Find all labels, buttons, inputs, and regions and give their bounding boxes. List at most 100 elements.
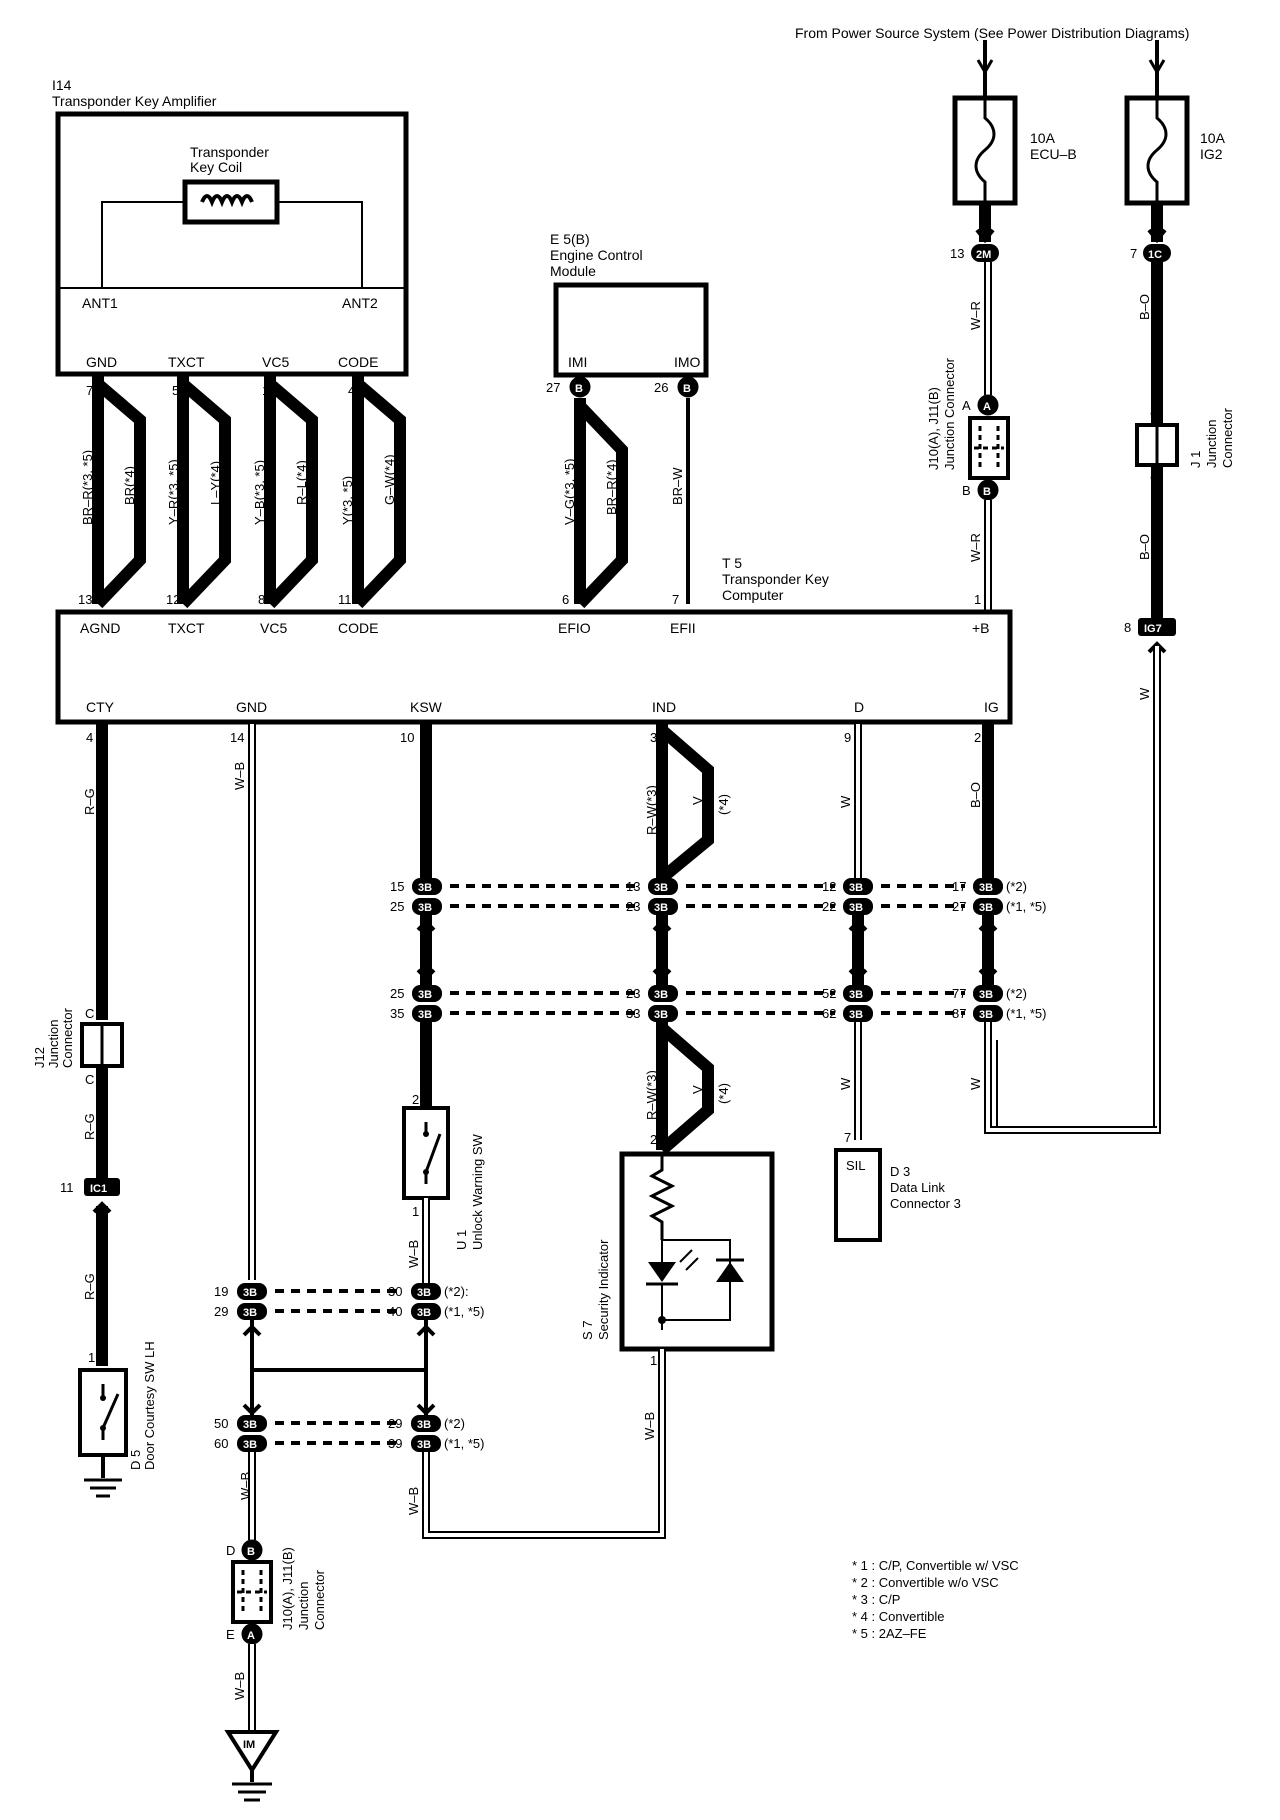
amp-pin-vc5: VC5: [262, 354, 289, 370]
j1-label-1: J 1: [1188, 451, 1203, 468]
t5-pin-cty: CTY: [86, 699, 115, 715]
pin-num: 7: [86, 383, 93, 398]
connector-label: B: [683, 383, 691, 395]
fuse-ig2: 10A IG2: [1124, 40, 1226, 206]
fuse-rating: 10A: [1200, 130, 1226, 146]
amp-pin-txct: TXCT: [168, 354, 205, 370]
svg-text:3B: 3B: [849, 902, 863, 914]
amp-term-ant1: ANT1: [82, 295, 118, 311]
d3-label-3: Connector 3: [890, 1196, 961, 1211]
svg-text:(*2):: (*2):: [444, 1284, 469, 1299]
connector-row-2: 3B 3B 3B 3B 3B 3B 3B 3B 25 35 23 33 52 6…: [390, 985, 1046, 1022]
connector-2m: [971, 244, 999, 262]
d5-label-1: D 5: [128, 1450, 143, 1470]
svg-text:(*1, *5): (*1, *5): [1006, 1006, 1046, 1021]
svg-text:62: 62: [822, 1006, 836, 1021]
connector-a: [977, 394, 999, 416]
wire-label: W–R: [968, 533, 983, 562]
conn-letter: E: [226, 1627, 235, 1642]
ground-icon: [232, 1782, 272, 1802]
wire-label: BR(*4): [122, 466, 137, 505]
jc-bot-label-2: Junction: [296, 1582, 311, 1630]
svg-text:23: 23: [626, 899, 640, 914]
t5-pin-d: D: [854, 699, 864, 715]
coil-icon: [200, 194, 254, 208]
fuse-ecu-b: 10A ECU–B: [952, 40, 1077, 206]
pin-num: 9: [844, 730, 851, 745]
conn-letter: A: [962, 398, 971, 413]
ground-label: IM: [243, 1739, 255, 1751]
pin-num: 26: [654, 380, 668, 395]
t5-pin-gnd: GND: [236, 699, 267, 715]
connector-label: IC1: [90, 1183, 107, 1195]
svg-text:3B: 3B: [654, 989, 668, 1001]
ground-icon: [84, 1478, 122, 1498]
connector-1c: [1143, 244, 1171, 262]
svg-text:3B: 3B: [417, 1287, 431, 1299]
jc-top-label-2: Junction Connector: [942, 357, 957, 470]
wire-label: W–B: [406, 1240, 421, 1268]
amp-pin-gnd: GND: [86, 354, 117, 370]
d3-term: SIL: [846, 1158, 866, 1173]
svg-text:(*1, *5): (*1, *5): [444, 1304, 484, 1319]
t5-pin-efio: EFIO: [558, 620, 591, 636]
pin-num: 11: [60, 1180, 74, 1195]
t5-pin-agnd: AGND: [80, 620, 120, 636]
ecm-id: E 5(B): [550, 231, 590, 247]
svg-text:3B: 3B: [417, 1307, 431, 1319]
svg-text:22: 22: [822, 899, 836, 914]
svg-text:3B: 3B: [979, 902, 993, 914]
wire-label: R–W(*3): [644, 785, 659, 835]
wire-label: Y–B(*3, *5): [252, 460, 267, 525]
t5-pin-efii: EFII: [670, 620, 696, 636]
svg-text:3B: 3B: [418, 902, 432, 914]
svg-text:3B: 3B: [654, 902, 668, 914]
svg-text:29: 29: [388, 1416, 402, 1431]
ecm-pin-imi: IMI: [568, 354, 587, 370]
ground-point-icon: [224, 1730, 280, 1774]
svg-text:(*2): (*2): [1006, 986, 1027, 1001]
conn-letter: D: [226, 1543, 235, 1558]
pin-num: 3: [650, 730, 657, 745]
u1-label-1: U 1: [454, 1230, 469, 1250]
svg-text:25: 25: [390, 899, 404, 914]
pin-num: 7: [844, 1130, 851, 1145]
connector-label: 2M: [976, 249, 991, 261]
u1-label-2: Unlock Warning SW: [470, 1133, 485, 1250]
connector-label: B: [983, 486, 991, 498]
s7-label-1: S 7: [580, 1320, 595, 1340]
wire-label: Y–R(*3, *5): [166, 459, 181, 525]
svg-text:17: 17: [952, 879, 966, 894]
pin-num: 10: [400, 730, 414, 745]
pin-num: 1: [974, 592, 981, 607]
wire-label: W–R: [968, 301, 983, 330]
t5-pin-b: +B: [972, 620, 990, 636]
svg-text:3B: 3B: [243, 1307, 257, 1319]
wire-label: R–W(*3): [644, 1070, 659, 1120]
svg-text:3B: 3B: [849, 1009, 863, 1021]
svg-text:29: 29: [214, 1304, 228, 1319]
t5-pin-ig: IG: [984, 699, 999, 715]
ecm-line2: Module: [550, 263, 596, 279]
wire-label: W–B: [232, 762, 247, 790]
pin-num: 2: [650, 1132, 657, 1147]
pin-num: 11: [338, 592, 352, 607]
d3-label-2: Data Link: [890, 1180, 945, 1195]
svg-text:39: 39: [388, 1436, 402, 1451]
pin-num: 7: [672, 592, 679, 607]
connector-label: B: [575, 383, 583, 395]
wire-label: R–G: [82, 1113, 97, 1140]
t5-id: T 5: [722, 555, 742, 571]
wire-label: B–O: [968, 782, 983, 808]
pin-num: 8: [258, 592, 265, 607]
svg-text:3B: 3B: [418, 882, 432, 894]
amp-term-ant2: ANT2: [342, 295, 378, 311]
wire-label: L–Y(*4): [208, 461, 223, 505]
note: * 2 : Convertible w/o VSC: [852, 1575, 999, 1590]
t5-pin-txct: TXCT: [168, 620, 205, 636]
connector-label: B: [247, 1546, 255, 1558]
notes-legend: * 1 : C/P, Convertible w/ VSC * 2 : Conv…: [852, 1558, 1019, 1641]
conn-letter: C: [85, 1006, 94, 1021]
wire-label: B–O: [1137, 294, 1152, 320]
svg-text:77: 77: [952, 986, 966, 1001]
